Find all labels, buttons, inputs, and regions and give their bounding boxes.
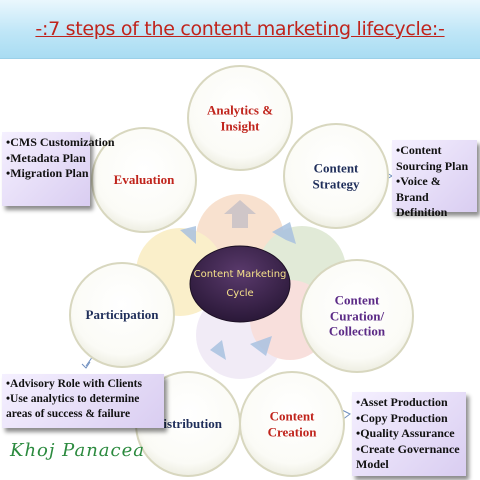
note-participation-item: •Use analytics to determine — [6, 392, 140, 405]
center-ellipse — [189, 245, 291, 323]
center-label-line1: Content Marketing — [193, 269, 287, 280]
note-creation-item: •Copy Production — [356, 410, 448, 425]
note-participation-item: •Advisory Role with Clients — [6, 378, 142, 390]
note-creation-item: •Create Governance Model — [356, 441, 460, 472]
note-evaluation: •CMS Customization •Metadata Plan •Migra… — [2, 132, 115, 206]
arrowhead-participation — [81, 361, 91, 369]
node-curation: Content Curation/ Collection — [328, 292, 386, 339]
node-strategy: Content Strategy — [312, 160, 360, 191]
arrow-creation — [341, 409, 351, 421]
node-strategy-circle — [283, 123, 389, 229]
inner-arrows — [180, 200, 296, 360]
node-participation-circle — [69, 262, 175, 368]
note-evaluation-item: •Metadata Plan — [6, 150, 86, 165]
node-analytics: Analytics & Insight — [206, 102, 274, 133]
center-label-line2: Cycle — [226, 288, 254, 299]
center-label: Content Marketing Cycle — [185, 265, 295, 303]
brand-logo: Khoj Panacea — [10, 440, 146, 461]
node-evaluation-circle — [91, 127, 197, 233]
note-strategy-item: •Content Sourcing Plan — [396, 143, 469, 173]
note-participation-item: areas of success & failure — [6, 407, 131, 420]
node-participation: Participation — [85, 307, 159, 323]
note-strategy: •Content Sourcing Plan •Voice & Brand De… — [392, 140, 477, 219]
note-participation: •Advisory Role with Clients •Use analyti… — [2, 374, 164, 428]
node-analytics-circle — [187, 65, 293, 171]
note-evaluation-item: •Migration Plan — [6, 166, 89, 181]
title-banner: -:7 steps of the content marketing lifec… — [0, 0, 480, 59]
page-title: -:7 steps of the content marketing lifec… — [35, 18, 445, 40]
note-evaluation-item: •CMS Customization — [6, 135, 115, 149]
note-creation-item: •Quality Assurance — [356, 426, 455, 441]
node-distribution: Distribution — [154, 416, 222, 432]
node-creation: Content Creation — [267, 408, 317, 439]
node-curation-circle — [300, 259, 414, 373]
node-creation-circle — [239, 371, 345, 477]
note-strategy-item: •Voice & Brand Definition — [396, 174, 448, 220]
note-creation-item: •Asset Production — [356, 395, 448, 409]
node-evaluation: Evaluation — [113, 172, 175, 188]
note-creation: •Asset Production •Copy Production •Qual… — [352, 392, 466, 476]
